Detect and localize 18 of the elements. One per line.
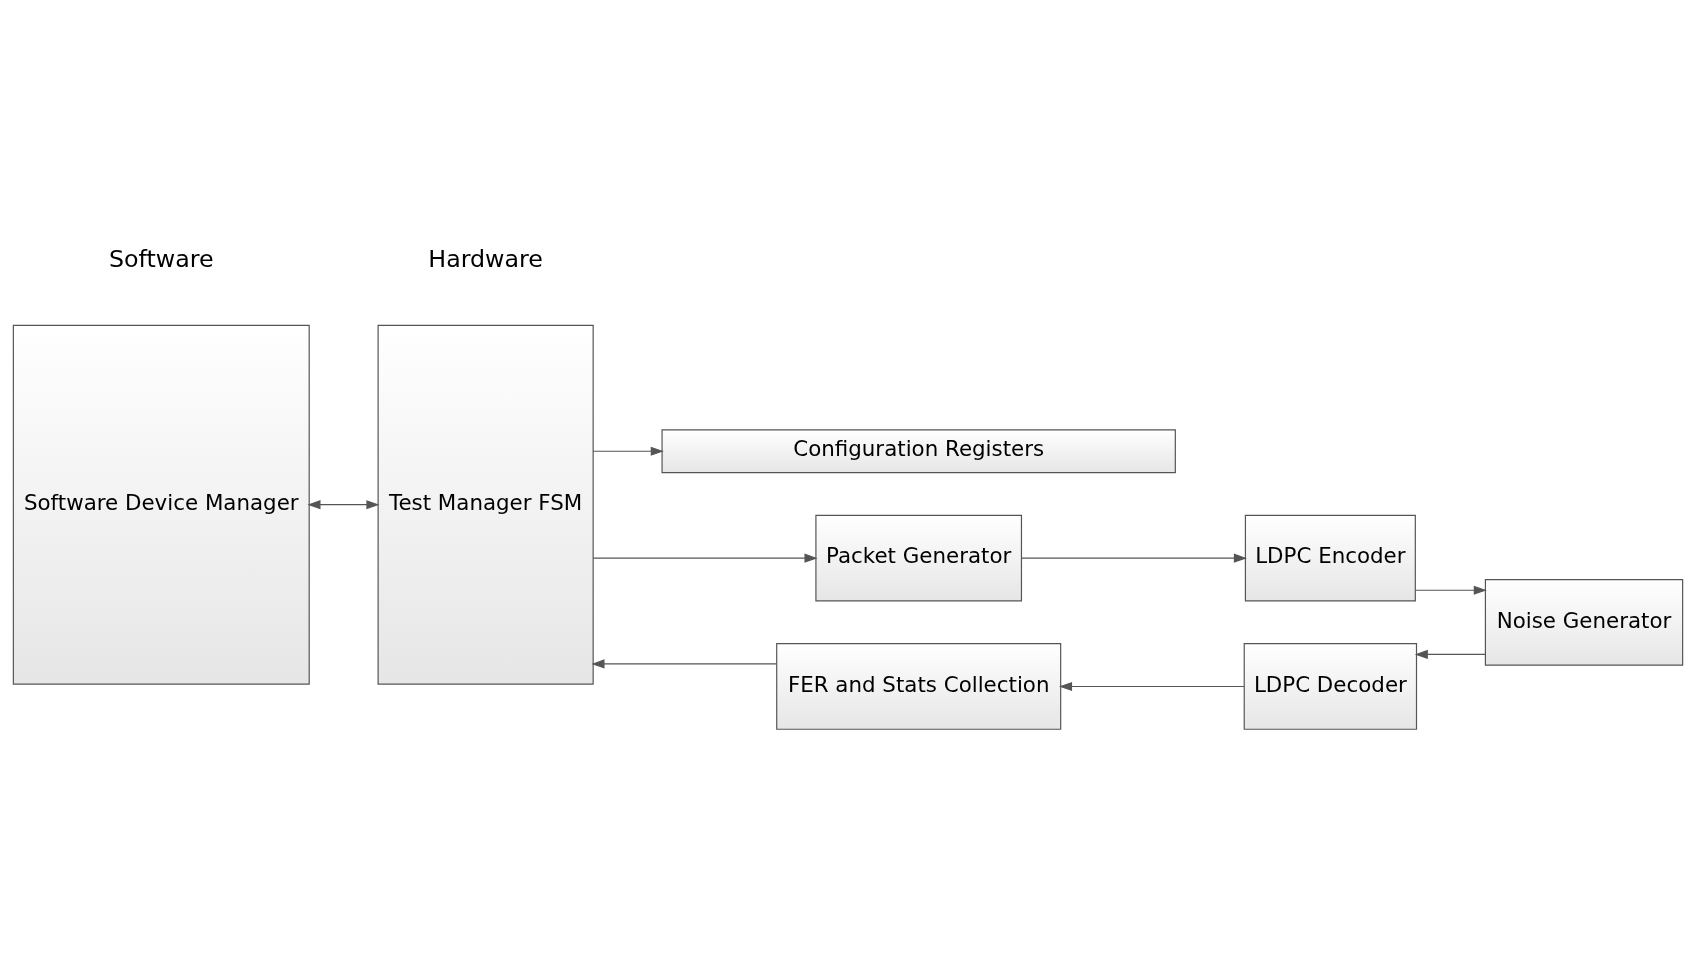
label: Software: [108, 245, 214, 274]
node-box: Packet Generator: [815, 514, 1023, 602]
node-box: Test Manager FSM: [377, 324, 594, 685]
label: Hardware: [428, 245, 543, 274]
arrow: [591, 659, 778, 669]
arrow: [1414, 649, 1486, 659]
arrow: [1059, 681, 1245, 692]
node-box: Software Device Manager: [12, 324, 310, 685]
arrow: [1414, 585, 1487, 595]
arrow: [592, 446, 664, 456]
arrow: [1020, 553, 1247, 563]
node-box: Configuration Registers: [661, 429, 1176, 474]
arrow: [307, 500, 380, 510]
arrow: [592, 553, 818, 563]
node-box: LDPC Decoder: [1243, 643, 1418, 730]
node-box: LDPC Encoder: [1244, 514, 1416, 602]
node-box: Noise Generator: [1484, 578, 1684, 666]
node-box: FER and Stats Collection: [776, 643, 1062, 730]
